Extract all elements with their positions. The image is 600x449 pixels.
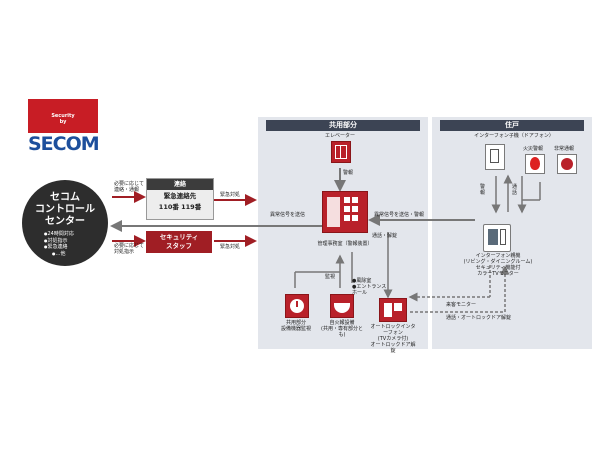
security-staff-box: セキュリティ スタッフ (146, 231, 212, 253)
master-station-label: インターフォン親機 (リビング・ダイニングルーム) セキュリティ機能付 カラーT… (463, 253, 533, 277)
elevator-icon (331, 141, 351, 163)
list-item: 24時間対応 (44, 231, 74, 238)
list-item: …他 (44, 251, 74, 258)
master-station-icon (483, 224, 511, 252)
monitor-label: 監視 (325, 274, 336, 280)
entrance-notes: ●風除室 ●エントランス ホール (352, 278, 387, 296)
contact-box-line2: 110番 119番 (158, 203, 202, 211)
lock-intercom-label: オートロックインターフォン (TVカメラ付) オートロックドア解錠 (370, 324, 416, 354)
staff-line2: スタッフ (166, 242, 192, 250)
residence-header: 住戸 (440, 120, 584, 131)
notify-unlock-label: 通話・解錠 (372, 233, 398, 239)
door-intercom-icon (485, 144, 505, 170)
elevator-label: エレベーター (324, 133, 355, 139)
control-room-label: 管理事務室（警報装置） (317, 241, 373, 247)
emergency-call-icon (557, 154, 577, 174)
note-contact-report: 必要に応じて 連絡・通報 (114, 181, 145, 193)
control-center-title: セコム コントロール センター (35, 192, 95, 227)
emergency-label-top: 緊急対処 (220, 192, 241, 198)
call-unlock-label: 通話・オートロックドア解錠 (446, 315, 512, 321)
door-intercom-label: インターフォン子機（ドアフォン） (474, 133, 554, 139)
logo-tagline: Security by (28, 113, 98, 125)
control-center: セコム コントロール センター 24時間対応 対処指示 緊急連絡 …他 (22, 180, 108, 266)
lock-intercom-icon (379, 298, 407, 322)
list-item: 緊急連絡 (44, 244, 74, 251)
contact-box-header: 連絡 (147, 179, 213, 190)
secom-logo: Security by SECOM (28, 99, 100, 157)
fire-sensor-icon (525, 154, 545, 174)
elevator-alarm-label: 警報 (343, 170, 354, 176)
visitor-monitor-label: 来客モニター (446, 302, 477, 308)
emergency-call-label: 非常通報 (554, 146, 575, 152)
staff-line1: セキュリティ (159, 233, 199, 241)
emergency-label-bottom: 緊急対処 (220, 244, 241, 250)
control-panel-icon (322, 191, 368, 233)
logo-red-block (28, 99, 98, 133)
control-center-list: 24時間対応 対処指示 緊急連絡 …他 (44, 231, 74, 257)
contact-box-line1: 緊急連絡先 (163, 192, 197, 200)
signal-alarm-label: 異常信号を送信・警報 (374, 212, 425, 218)
fire-detector-label: 自火報設備 (共用・専有部分とも) (321, 320, 363, 338)
logo-wordmark: SECOM (28, 133, 100, 155)
fire-detector-icon (330, 294, 354, 318)
fire-sensor-label: 火災警報 (523, 146, 544, 152)
logo-tagline-2: by (59, 119, 67, 125)
list-item: 対処指示 (44, 238, 74, 245)
equipment-monitor-icon (285, 294, 309, 318)
equipment-label: 共用部分 設備機器監視 (280, 320, 311, 332)
logo-tagline-1: Security (51, 113, 75, 119)
residence-call-label: 通話 (512, 184, 518, 196)
signal-left-label: 異常信号を送信 (270, 212, 306, 218)
emergency-contact-box: 連絡 緊急連絡先 110番 119番 (146, 178, 214, 220)
common-area-header: 共用部分 (266, 120, 420, 131)
residence-alarm-label: 警報 (480, 184, 486, 196)
note-instructions: 必要に応じて 対処指示 (114, 243, 145, 255)
